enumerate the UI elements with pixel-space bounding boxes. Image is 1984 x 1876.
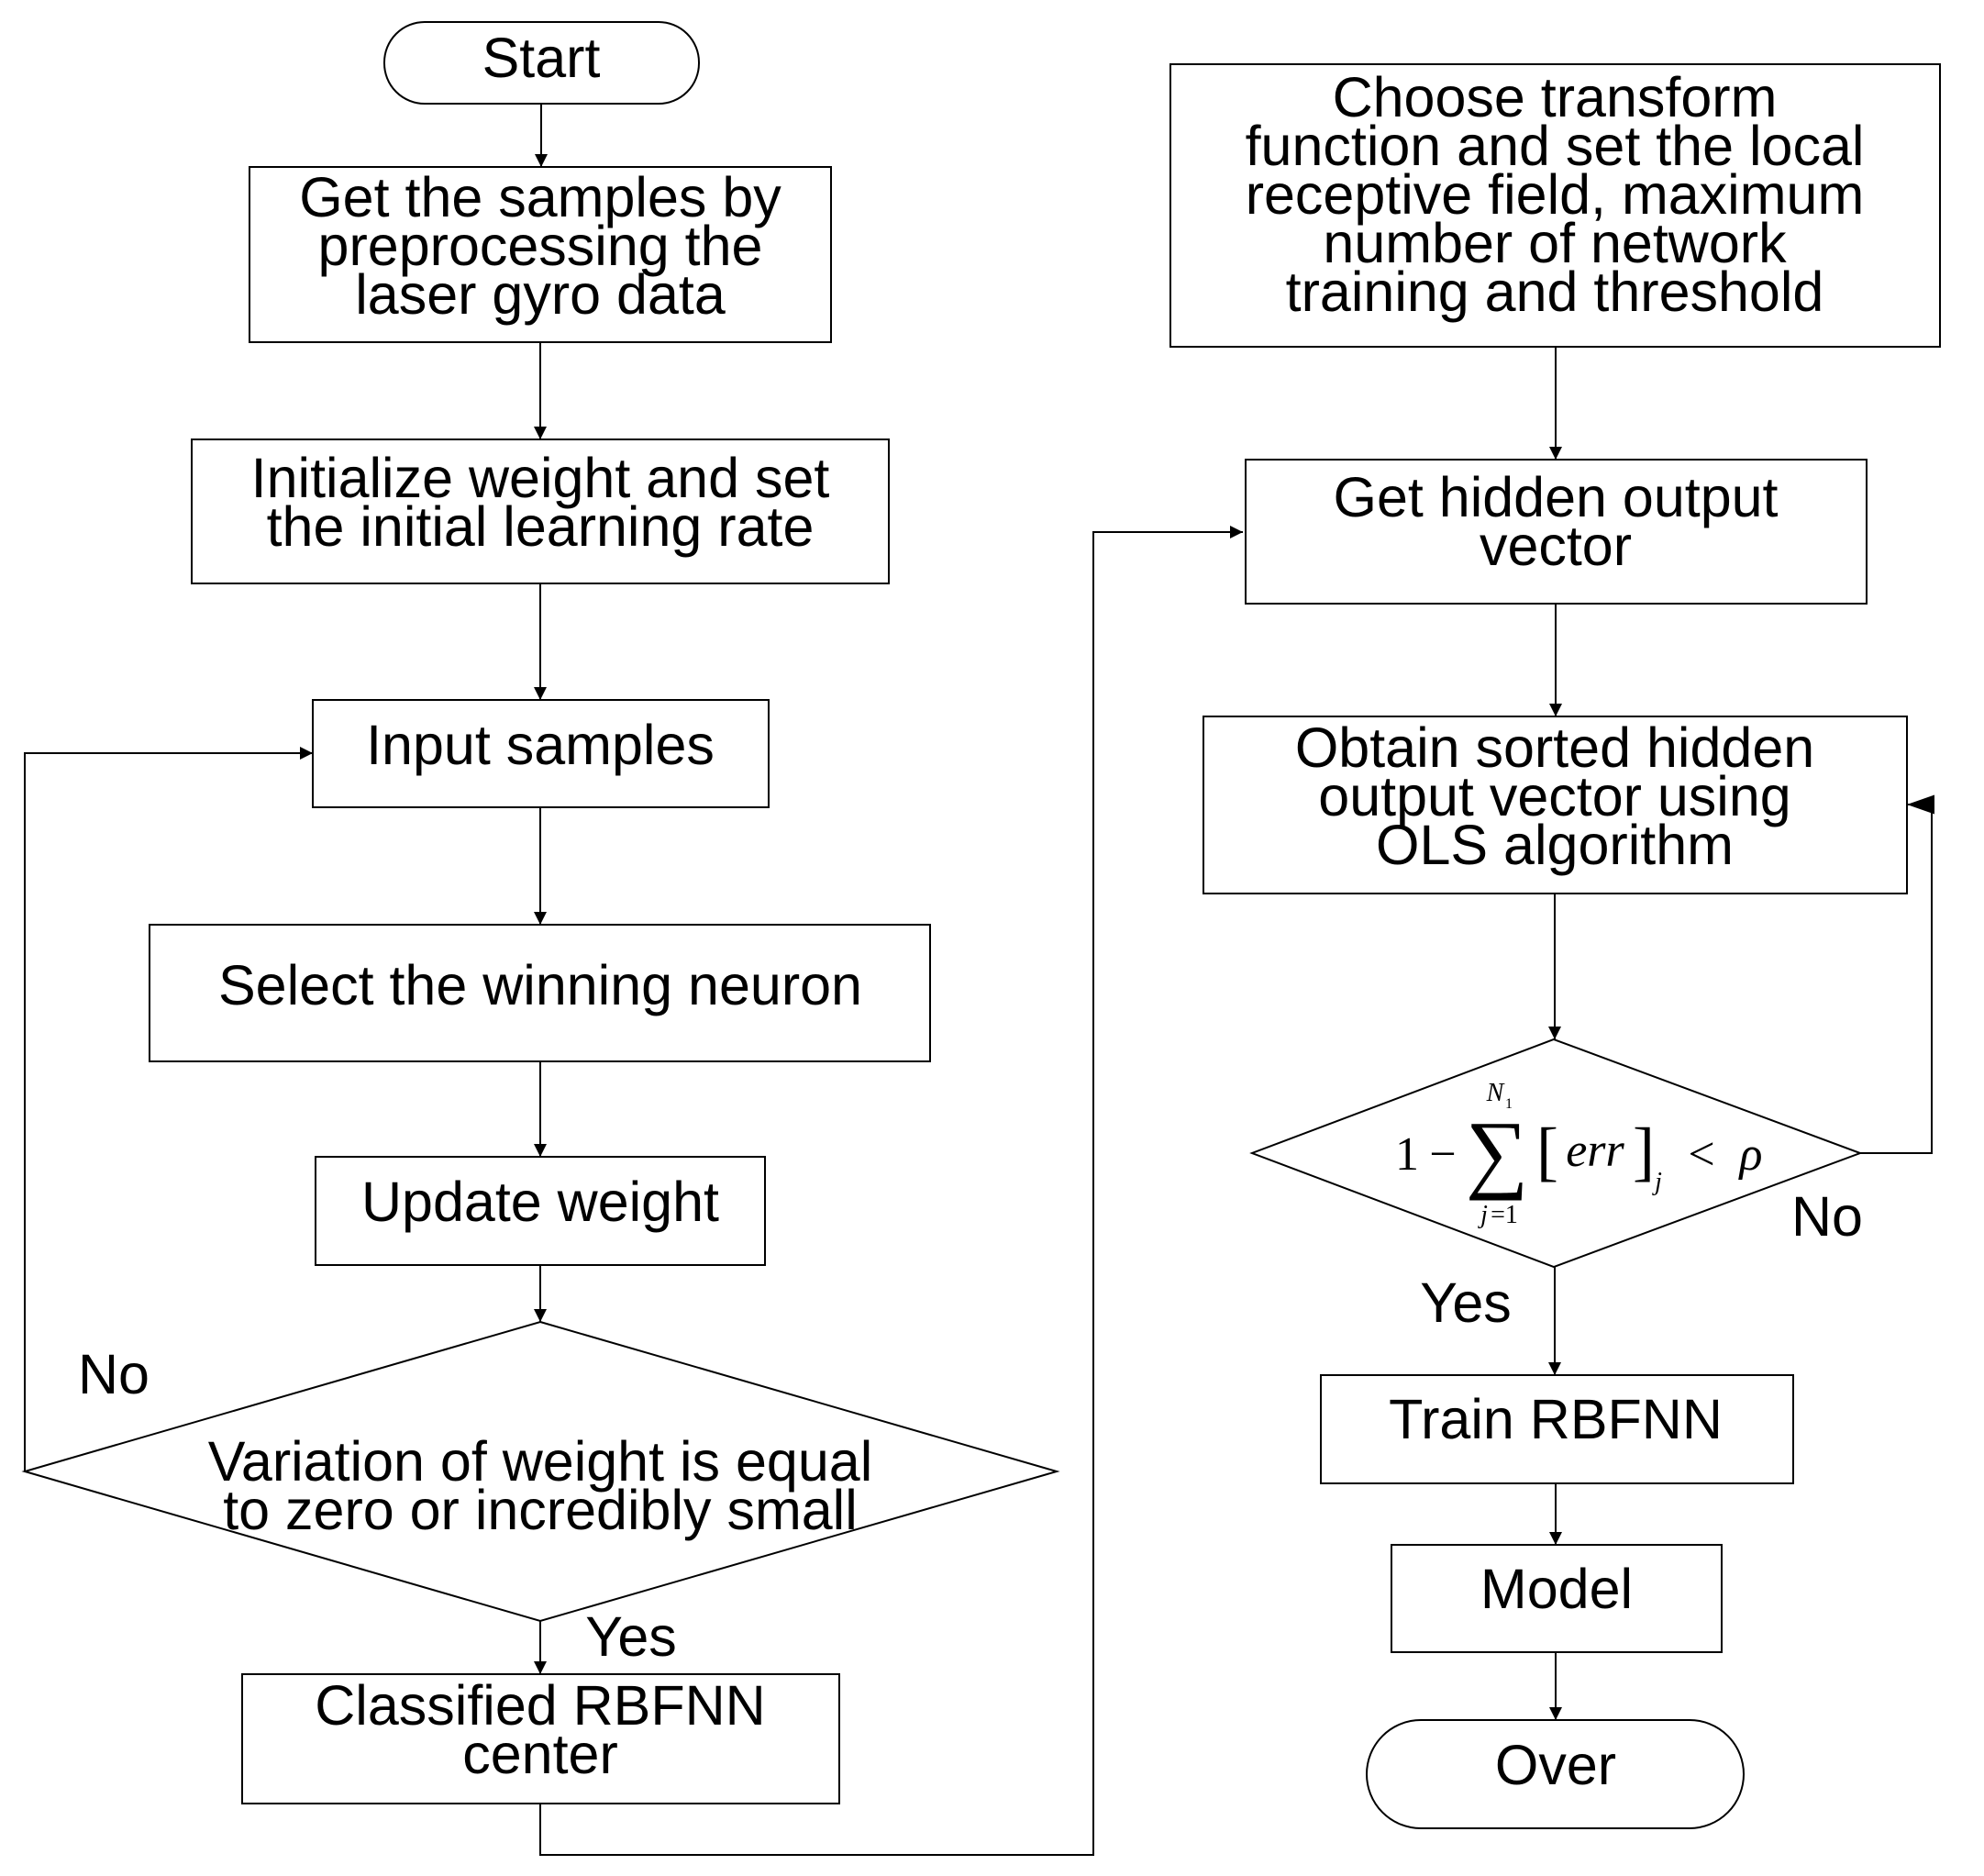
formula-rho: ρ (1738, 1128, 1763, 1181)
update-weight-box: Update weight (315, 1156, 766, 1266)
model-box: Model (1391, 1544, 1723, 1653)
select-winner-label: Select the winning neuron (218, 954, 862, 1016)
formula-less-than: < (1688, 1128, 1714, 1181)
choose-transform-line-1: Choose transform (1333, 66, 1778, 128)
select-winner-box: Select the winning neuron (149, 924, 931, 1062)
hidden-output-line-2: vector (1480, 515, 1632, 577)
variation-line-2: to zero or incredibly small (223, 1479, 858, 1541)
get-samples-line-3: laser gyro data (355, 263, 726, 326)
classified-line-1: Classified RBFNN (315, 1674, 766, 1737)
input-samples-label: Input samples (366, 714, 715, 776)
choose-transform-line-2: function and set the local (1246, 115, 1865, 177)
err-decision: 1 − ∑ N 1 j =1 [ err ] j < ρ (1249, 1038, 1863, 1269)
formula-upper-limit-sub: 1 (1505, 1096, 1513, 1112)
err-yes-label: Yes (1420, 1271, 1512, 1334)
classified-box: Classified RBFNN center (241, 1673, 840, 1804)
formula-lower-limit-rest: =1 (1491, 1201, 1518, 1229)
variation-decision: Variation of weight is equal to zero or … (21, 1320, 1060, 1623)
init-weight-line-2: the initial learning rate (267, 495, 815, 558)
variation-yes-label: Yes (585, 1605, 677, 1668)
formula-err: err (1566, 1125, 1624, 1177)
get-samples-box: Get the samples by preprocessing the las… (249, 166, 832, 343)
formula-err-subscript: j (1652, 1168, 1662, 1196)
arrow-no-loop-right (1860, 794, 1934, 1154)
over-terminator: Over (1366, 1719, 1745, 1829)
formula-sigma: ∑ (1466, 1103, 1528, 1201)
formula-one: 1 (1395, 1128, 1419, 1181)
start-terminator: Start (383, 21, 700, 105)
err-formula: 1 − ∑ N 1 j =1 [ err ] j < ρ (1395, 1079, 1762, 1229)
model-label: Model (1480, 1558, 1633, 1620)
choose-transform-line-4: number of network (1323, 212, 1787, 274)
variation-no-label: No (78, 1343, 150, 1405)
classified-line-2: center (462, 1723, 618, 1785)
init-weight-line-1: Initialize weight and set (251, 447, 830, 509)
hidden-output-box: Get hidden output vector (1245, 459, 1868, 605)
start-label: Start (482, 27, 601, 89)
train-label: Train RBFNN (1389, 1388, 1723, 1450)
choose-transform-box: Choose transform function and set the lo… (1169, 63, 1941, 348)
choose-transform-line-3: receptive field, maximum (1246, 163, 1865, 226)
formula-left-bracket: [ (1536, 1115, 1558, 1188)
formula-lower-limit: j (1478, 1201, 1488, 1229)
get-samples-line-1: Get the samples by (299, 166, 781, 228)
arrow-classified-to-hidden-output (539, 526, 1243, 1856)
choose-transform-line-5: training and threshold (1286, 261, 1824, 323)
input-samples-box: Input samples (312, 699, 770, 808)
err-no-label: No (1791, 1185, 1863, 1248)
hidden-output-line-1: Get hidden output (1334, 466, 1779, 528)
over-label: Over (1495, 1734, 1616, 1796)
update-weight-label: Update weight (361, 1171, 719, 1233)
sorted-hidden-line-1: Obtain sorted hidden (1295, 716, 1814, 779)
variation-line-1: Variation of weight is equal (208, 1430, 873, 1493)
formula-right-bracket: ] (1633, 1115, 1655, 1188)
formula-upper-limit: N (1486, 1079, 1505, 1107)
init-weight-box: Initialize weight and set the initial le… (191, 438, 890, 584)
sorted-hidden-line-3: OLS algorithm (1376, 814, 1734, 876)
arrow-no-loop-left (24, 747, 313, 1471)
sorted-hidden-box: Obtain sorted hidden output vector using… (1203, 716, 1908, 894)
formula-minus: − (1429, 1128, 1456, 1181)
train-box: Train RBFNN (1320, 1374, 1794, 1484)
get-samples-line-2: preprocessing the (318, 215, 763, 277)
sorted-hidden-line-2: output vector using (1318, 765, 1790, 827)
